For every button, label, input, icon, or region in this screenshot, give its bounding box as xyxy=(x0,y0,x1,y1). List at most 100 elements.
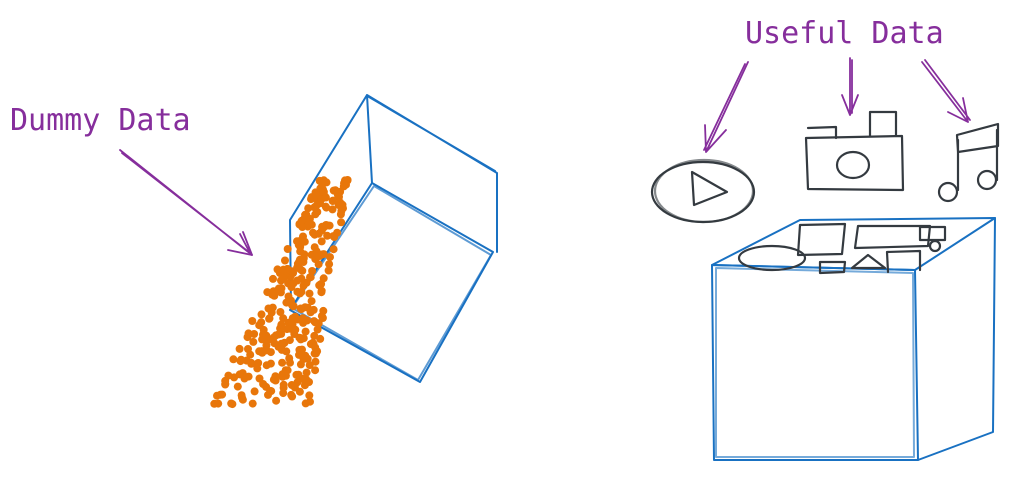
particle xyxy=(319,176,328,185)
particle xyxy=(235,370,244,379)
particle xyxy=(244,372,253,381)
particle xyxy=(257,347,266,356)
particle xyxy=(305,391,314,400)
particle xyxy=(280,274,288,283)
particle xyxy=(263,336,272,345)
particle xyxy=(296,247,305,256)
particle xyxy=(298,266,307,275)
particle xyxy=(269,333,278,342)
particle xyxy=(282,298,291,307)
particle xyxy=(310,331,319,340)
particle xyxy=(296,289,304,298)
particle xyxy=(317,237,326,246)
particle xyxy=(319,306,328,315)
particle xyxy=(311,343,320,352)
particle xyxy=(250,387,259,396)
particle xyxy=(238,395,247,404)
particle xyxy=(319,187,328,196)
particle xyxy=(303,316,311,325)
particle xyxy=(330,233,339,241)
particle xyxy=(265,314,274,323)
particle xyxy=(308,267,317,275)
particle xyxy=(299,334,308,343)
particle xyxy=(297,216,306,225)
particle xyxy=(336,198,345,207)
dummy-arrow xyxy=(119,149,253,256)
dummy-data-particles xyxy=(210,176,352,409)
particle xyxy=(318,314,327,322)
particle xyxy=(329,245,338,254)
particle xyxy=(254,359,263,367)
particle xyxy=(305,378,313,386)
particle xyxy=(286,358,294,367)
particle xyxy=(304,204,313,213)
particle xyxy=(326,253,334,262)
particle xyxy=(249,337,258,346)
particle xyxy=(271,376,280,385)
particle xyxy=(268,303,277,312)
particle xyxy=(329,196,337,205)
particle xyxy=(244,329,253,338)
dummy-data-label: Dummy Data xyxy=(10,103,191,138)
particle xyxy=(287,381,296,389)
particle xyxy=(272,396,281,405)
particle xyxy=(273,265,282,274)
particle xyxy=(242,356,251,365)
particle xyxy=(305,361,314,370)
particle xyxy=(248,317,257,325)
box-contents xyxy=(737,222,947,275)
particle xyxy=(295,387,304,396)
particle xyxy=(269,287,278,296)
particle xyxy=(300,237,309,246)
particle xyxy=(313,325,322,334)
particle xyxy=(281,256,289,265)
particle xyxy=(329,186,338,195)
particle xyxy=(295,255,304,264)
particle xyxy=(309,305,318,314)
particle xyxy=(306,397,314,406)
particle xyxy=(210,399,219,408)
particle xyxy=(280,370,289,379)
particle xyxy=(259,325,268,334)
particle xyxy=(267,387,276,396)
particle xyxy=(328,205,337,214)
particle xyxy=(279,389,288,398)
particle xyxy=(279,265,288,274)
useful-arrows xyxy=(703,57,971,153)
particle xyxy=(312,201,321,210)
particle xyxy=(296,304,305,313)
particle xyxy=(299,281,308,290)
particle xyxy=(248,399,257,408)
particle xyxy=(340,179,348,188)
particle xyxy=(235,344,244,353)
useful-box xyxy=(711,217,996,461)
particle xyxy=(313,251,322,259)
particle xyxy=(255,374,264,383)
particle xyxy=(323,231,332,240)
particle xyxy=(246,350,255,359)
particle xyxy=(317,286,326,295)
particle xyxy=(310,317,319,326)
particle xyxy=(288,317,297,326)
particle xyxy=(316,334,325,343)
particle xyxy=(284,292,293,301)
particle xyxy=(236,357,245,366)
particle xyxy=(257,310,266,319)
particle xyxy=(224,371,233,380)
particle xyxy=(301,351,310,360)
particle xyxy=(291,325,300,334)
particle xyxy=(277,320,286,329)
particle xyxy=(301,327,310,336)
particle xyxy=(293,276,302,285)
particle xyxy=(276,288,285,297)
particle xyxy=(293,237,301,246)
particle xyxy=(302,368,311,377)
particle xyxy=(294,370,303,379)
camera-icon xyxy=(804,110,905,192)
particle xyxy=(218,390,227,399)
particle xyxy=(311,190,320,199)
particle xyxy=(305,289,314,298)
useful-data-label: Useful Data xyxy=(745,16,944,51)
particle xyxy=(301,210,310,219)
